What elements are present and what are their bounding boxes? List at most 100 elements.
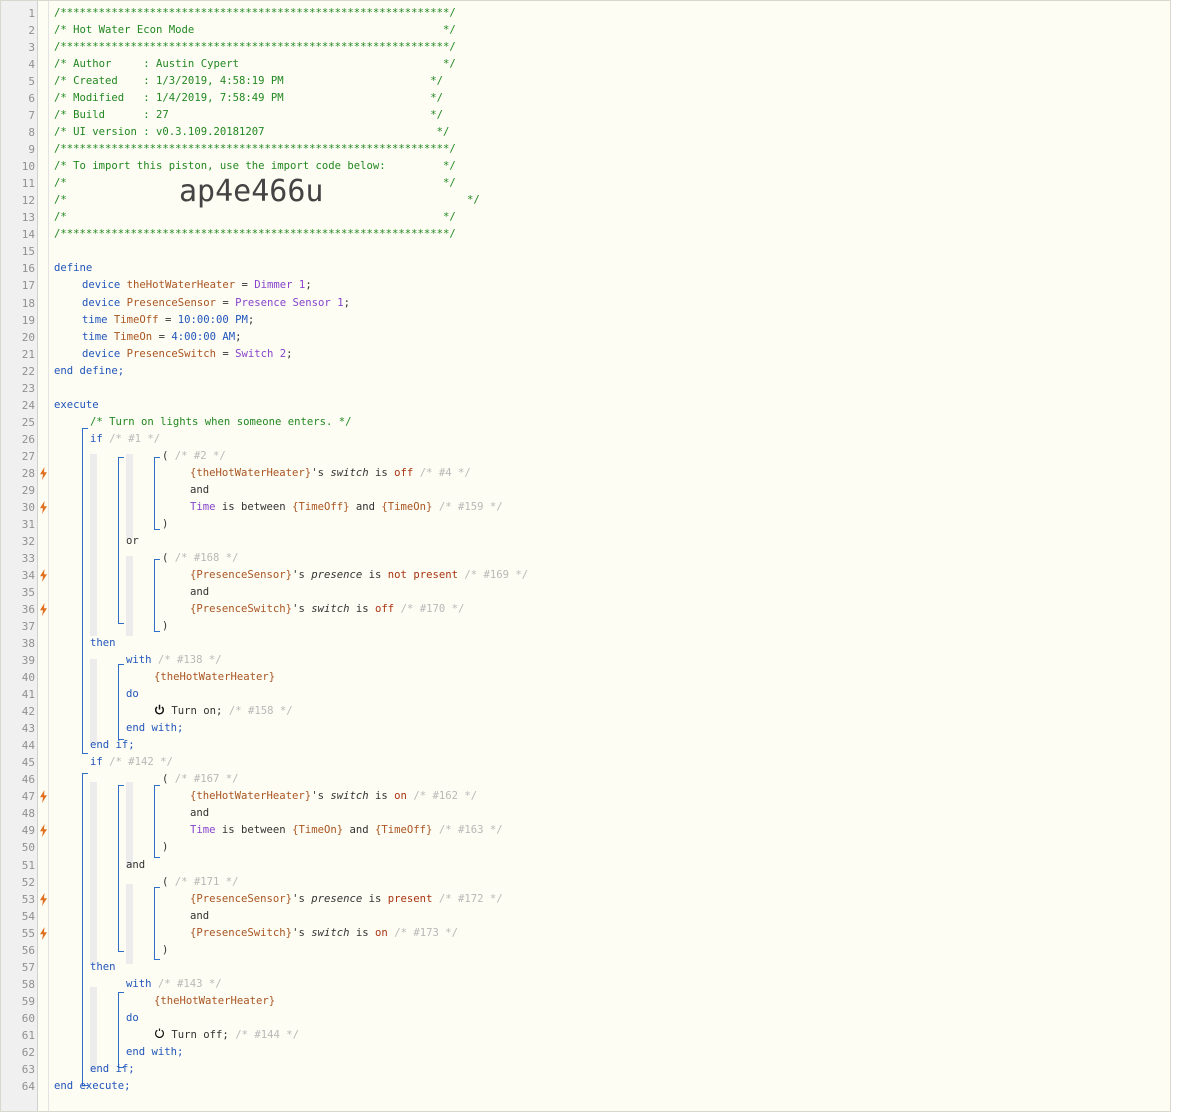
code-text: {theHotWaterHeater} (154, 669, 275, 686)
with-keyword: with (126, 977, 152, 990)
condition-value: on (394, 790, 407, 803)
code-line: 5 (1, 73, 1170, 90)
device-ref: {theHotWaterHeater} (154, 671, 276, 684)
code-text: Turn off; /* #144 */ (154, 1027, 299, 1044)
created-line: /* Created : 1/3/2019, 4:58:19 PM */ (54, 75, 444, 88)
with-keyword: with (126, 654, 152, 667)
code-line: 52 (1, 874, 1170, 891)
execute-keyword: execute (54, 398, 99, 411)
line-number: 62 (21, 1045, 35, 1059)
code-line: 20 (1, 329, 1170, 346)
close-paren: ) (162, 841, 169, 854)
execute-block-bracket (82, 773, 88, 1086)
code-text: ( /* #168 */ (162, 550, 239, 567)
code-line: 27 (1, 448, 1170, 465)
semicolon: ; (343, 296, 350, 309)
end-define-keyword: end define; (54, 364, 125, 377)
code-line: 33 (1, 550, 1170, 567)
statement-id: /* #169 */ (464, 568, 529, 581)
statement-id: /* #144 */ (235, 1028, 299, 1041)
code-line: 7 (1, 107, 1170, 124)
piston-title: /* Hot Water Econ Mode */ (54, 24, 456, 37)
code-line: 15 (1, 243, 1170, 260)
variable-ref: {TimeOn} (381, 500, 433, 513)
statement-id: /* #168 */ (174, 551, 239, 564)
variable-value: Switch 2 (235, 347, 287, 360)
line-number: 23 (21, 381, 35, 395)
line-number: 7 (28, 109, 35, 123)
lightning-bolt-icon (40, 926, 47, 940)
code-text: /* (54, 192, 67, 209)
import-code[interactable]: ap4e466u (179, 174, 324, 210)
condition-group-bracket (154, 785, 160, 858)
code-line: 25 (1, 414, 1170, 431)
code-line: 45 (1, 754, 1170, 771)
statement-id: /* #143 */ (157, 977, 222, 990)
condition-group-bracket (118, 785, 124, 952)
code-text: {PresenceSwitch}'s switch is on /* #173 … (190, 925, 458, 942)
header-blank: /* */ (54, 177, 456, 190)
line-number: 11 (21, 177, 35, 191)
code-text: execute (54, 397, 99, 414)
statement-id: /* #170 */ (400, 603, 465, 616)
variable-definition: device theHotWaterHeater = Dimmer 1; (82, 277, 312, 294)
statement-id: /* #172 */ (438, 892, 503, 905)
then-keyword: then (90, 960, 116, 973)
code-text: ) (162, 516, 168, 533)
code-text: end with; (126, 720, 183, 737)
operator: is (368, 892, 382, 905)
code-text: /* To import this piston, use the import… (54, 158, 456, 175)
line-number: 13 (21, 211, 35, 225)
attribute: switch (311, 926, 350, 939)
and-operator: and (126, 858, 146, 871)
line-number: 28 (21, 466, 35, 480)
code-text: /* Hot Water Econ Mode */ (54, 22, 456, 39)
code-line: 50 (1, 839, 1170, 856)
and-operator: and (190, 909, 210, 922)
code-text: /* UI version : v0.3.109.20181207 */ (54, 124, 449, 141)
type-keyword: device (82, 279, 121, 292)
code-line: 35 (1, 584, 1170, 601)
end-if-keyword: end if; (90, 1062, 135, 1075)
code-line: 42 (1, 703, 1170, 720)
indent-band (126, 454, 133, 539)
type-keyword: device (82, 347, 121, 360)
indent-band (90, 987, 97, 1072)
variable-definition: time TimeOff = 10:00:00 PM; (82, 312, 254, 329)
type-keyword: time (82, 313, 108, 326)
possessive: 's (311, 790, 324, 803)
modified-line: /* Modified : 1/4/2019, 7:58:49 PM */ (54, 92, 444, 105)
then-keyword: then (90, 637, 116, 650)
code-text: and (190, 482, 209, 499)
code-text: /***************************************… (54, 5, 456, 22)
import-note: /* To import this piston, use the import… (54, 160, 456, 173)
code-text: /***************************************… (54, 226, 456, 243)
condition-value: present (387, 892, 433, 905)
line-number: 63 (21, 1062, 35, 1076)
line-number: 48 (21, 807, 35, 821)
assign-operator: = (222, 347, 229, 360)
lightning-bolt-icon (40, 603, 47, 617)
line-number: 1 (28, 7, 35, 20)
line-number: 5 (28, 75, 35, 89)
code-text: do (126, 1010, 139, 1027)
variable-definition: device PresenceSwitch = Switch 2; (82, 346, 293, 363)
line-number: 29 (21, 483, 35, 497)
attribute: switch (311, 603, 350, 616)
if-keyword: if (90, 756, 103, 769)
line-number: 39 (21, 654, 35, 668)
line-number: 60 (21, 1011, 35, 1025)
condition-group-bracket (154, 457, 160, 530)
device-ref: {PresenceSensor} (190, 568, 293, 581)
code-line: 9 (1, 141, 1170, 158)
line-number: 36 (21, 603, 35, 617)
and-operator: and (190, 483, 210, 496)
line-number: 16 (21, 262, 35, 276)
line-number: 10 (21, 160, 35, 174)
code-text: Time is between {TimeOff} and {TimeOn} /… (190, 499, 503, 516)
header-border: /***************************************… (54, 228, 456, 241)
code-text: ) (162, 618, 168, 635)
header-border: /***************************************… (54, 7, 456, 19)
statement-id: /* #163 */ (438, 824, 503, 837)
code-text: then (90, 959, 116, 976)
